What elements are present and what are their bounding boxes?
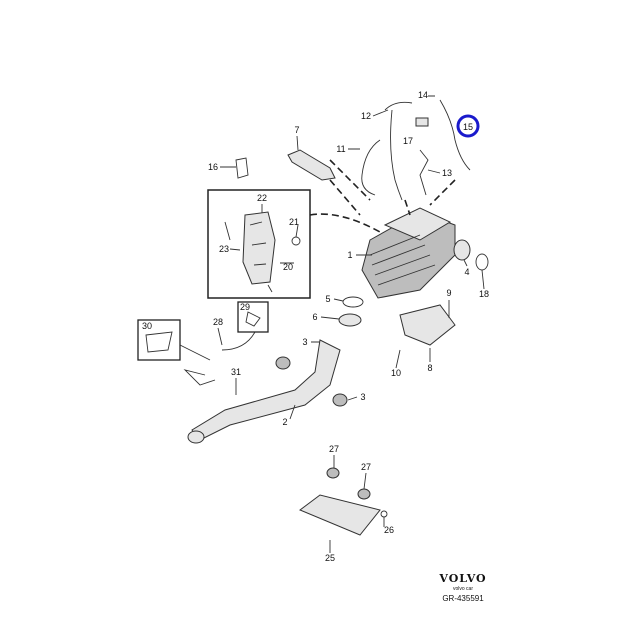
callout-15-highlighted: 15 [463, 122, 473, 132]
callout-23: 23 [219, 244, 229, 254]
bracket-25 [299, 494, 381, 536]
mount-27b [357, 488, 371, 500]
highlight-ring-15 [456, 114, 480, 138]
converter-ribs [369, 234, 436, 286]
callout-30: 30 [142, 321, 152, 331]
callout-31: 31 [231, 367, 241, 377]
brand-subtext: volvo car [453, 586, 473, 592]
volvo-logo: VOLVO [438, 572, 486, 585]
callout-25: 25 [325, 553, 335, 563]
heat-shield-8 [399, 304, 456, 346]
callout-1: 1 [347, 250, 352, 260]
leader-7 [329, 179, 361, 216]
callout-12: 12 [361, 111, 371, 121]
wire-11 [361, 139, 381, 196]
nut-26 [380, 510, 388, 518]
callout-6: 6 [312, 312, 317, 322]
callout-8: 8 [427, 363, 432, 373]
ring-6 [338, 313, 362, 327]
clip-29 [245, 311, 261, 327]
callout-10: 10 [391, 368, 401, 378]
callout-26: 26 [384, 525, 394, 535]
callout-16: 16 [208, 162, 218, 172]
bracket-30 [145, 331, 173, 353]
callout-21: 21 [289, 217, 299, 227]
clip-16 [235, 157, 249, 179]
callout-4: 4 [464, 267, 469, 277]
callout-22: 22 [257, 193, 267, 203]
wire-12 [384, 101, 413, 201]
pipe-hanger-31 [183, 369, 216, 386]
callout-29: 29 [240, 302, 250, 312]
inset-box-29 [237, 301, 269, 333]
callout-27: 27 [361, 462, 371, 472]
nut-21 [291, 236, 301, 246]
leader-inset [309, 213, 381, 233]
gasket-18 [475, 253, 489, 271]
converter-top [383, 207, 452, 241]
callout-3: 3 [302, 337, 307, 347]
sensor-14 [415, 117, 429, 127]
callout-20: 20 [283, 262, 293, 272]
front-pipe-2 [191, 339, 341, 441]
callout-18: 18 [479, 289, 489, 299]
callout-28: 28 [213, 317, 223, 327]
bolt-23 [224, 221, 273, 293]
callout-9: 9 [446, 288, 451, 298]
callout-13: 13 [442, 168, 452, 178]
wire-28 [179, 331, 256, 361]
callout-2: 2 [282, 417, 287, 427]
drawing-code: GR-435591 [442, 594, 484, 603]
rubber-mount-3b [332, 393, 348, 407]
mount-27a [326, 467, 340, 479]
callout-11: 11 [336, 144, 345, 154]
inset-box-30 [137, 319, 181, 361]
gasket-5 [342, 296, 364, 308]
sensor-13 [419, 149, 429, 196]
leader-sensors [329, 159, 456, 216]
callout-17: 17 [403, 136, 413, 146]
flange-4 [453, 239, 471, 261]
pipe-flange [187, 430, 205, 444]
rubber-mount-3 [275, 356, 291, 370]
leader-lines [217, 95, 485, 553]
callout-14: 14 [418, 90, 428, 100]
bracket-detail [249, 221, 267, 266]
bracket-7 [287, 149, 336, 181]
inset-bracket-box [207, 189, 311, 299]
callout-3: 3 [360, 392, 365, 402]
bracket-part-20 [242, 211, 276, 285]
callout-5: 5 [325, 294, 330, 304]
callout-7: 7 [294, 125, 299, 135]
callout-27: 27 [329, 444, 339, 454]
wire-15 [439, 99, 471, 171]
